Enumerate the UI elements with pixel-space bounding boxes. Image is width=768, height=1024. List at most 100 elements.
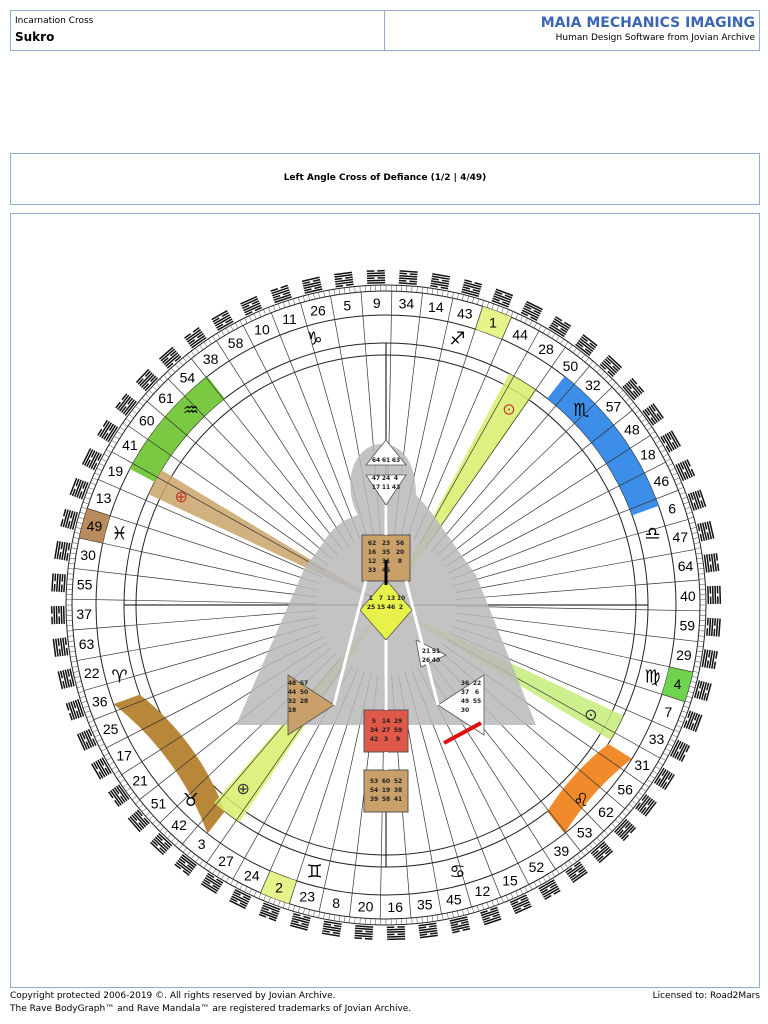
ring-tick <box>74 532 81 534</box>
hexagram-line <box>397 926 405 928</box>
gate-number: 29 <box>676 647 692 663</box>
ring-tick <box>244 317 248 324</box>
ring-tick <box>354 917 356 924</box>
ring-tick <box>96 467 103 471</box>
hexagram-line <box>568 865 584 878</box>
ring-tick <box>462 294 464 301</box>
hexagram-line <box>54 540 59 559</box>
hexagram-line <box>85 741 91 749</box>
hexagram-line <box>366 272 385 275</box>
hexagram-line <box>174 355 182 362</box>
hexagram-line <box>700 500 705 508</box>
ring-tick <box>159 378 165 384</box>
ring-tick <box>90 482 96 486</box>
hexagram-line <box>221 312 229 318</box>
hexagram-line <box>694 491 702 509</box>
hexagram-icon <box>65 699 85 721</box>
hexagram-line <box>335 281 354 285</box>
zodiac-band <box>113 694 225 834</box>
gate-number: 39 <box>554 843 570 859</box>
hexagram-line <box>107 426 119 443</box>
hexagram-line <box>90 450 96 458</box>
hexagram-line <box>703 554 708 573</box>
hexagram-line <box>153 838 168 852</box>
hexagram-line <box>225 318 233 324</box>
hexagram-line <box>650 417 657 425</box>
ring-tick <box>333 289 336 296</box>
hexagram-line <box>59 670 64 679</box>
hexagram-line <box>701 649 707 668</box>
spleen-gate: 50 <box>300 689 308 696</box>
hexagram-line <box>55 606 58 625</box>
ring-tick <box>313 293 315 300</box>
hexagram-line <box>75 478 80 487</box>
hexagram-line <box>303 283 322 290</box>
root-gate: 19 <box>382 787 390 794</box>
ring-tick <box>628 804 634 809</box>
ring-tick <box>308 294 310 301</box>
hexagram-line <box>229 899 246 910</box>
ring-tick <box>572 857 577 863</box>
hexagram-line <box>244 304 262 314</box>
hexagram-line <box>122 399 135 415</box>
hexagram-line <box>53 584 56 592</box>
hexagram-line <box>690 722 695 731</box>
ring-tick <box>74 676 81 678</box>
hexagram-line <box>131 814 138 822</box>
hexagram-line <box>234 889 252 899</box>
ajna-center <box>365 474 407 506</box>
spleen-center <box>287 674 335 736</box>
wheel-spoke <box>167 378 338 555</box>
ring-tick <box>338 915 341 922</box>
gate-number: 26 <box>310 303 326 319</box>
hexagram-line <box>268 917 277 922</box>
g-gate: 7 <box>379 595 383 602</box>
spleen-gate: 44 <box>288 689 296 696</box>
hexagram-line <box>346 283 354 286</box>
hexagram-line <box>88 451 98 469</box>
gate-number: 3 <box>198 836 206 852</box>
ring-tick <box>585 357 590 363</box>
ring-tick <box>178 360 184 366</box>
sacral-gate: 34 <box>370 727 378 734</box>
zodiac-band <box>547 376 659 516</box>
ring-tick <box>239 320 243 326</box>
hexagram-icon <box>50 605 65 625</box>
hexagram-line <box>713 628 716 637</box>
gate-number: 10 <box>254 322 270 338</box>
hexagram-line <box>63 542 69 561</box>
ring-tick <box>268 307 271 314</box>
ring-tick <box>657 761 664 766</box>
hexagram-icon <box>706 617 721 637</box>
sacral-gate: 9 <box>396 736 400 743</box>
hexagram-line <box>258 913 267 918</box>
wheel-spoke <box>76 617 318 661</box>
hexagram-line <box>511 898 529 908</box>
ring-tick <box>697 562 704 565</box>
hexagram-line <box>178 857 186 864</box>
planet-symbol-icon: ⊕ <box>236 779 249 798</box>
hexagram-line <box>678 744 688 761</box>
ring-tick <box>652 435 658 440</box>
throat-gate: 23 <box>382 540 390 547</box>
ring-tick <box>481 903 485 910</box>
hexagram-line <box>302 281 321 287</box>
hexagram-icon <box>135 368 158 392</box>
wheel-spoke <box>436 386 613 557</box>
ring-tick <box>638 791 644 796</box>
hexagram-line <box>450 918 468 925</box>
hexagram-line <box>282 291 291 296</box>
solar-plexus-gate: 22 <box>473 680 481 687</box>
hexagram-line <box>387 938 406 941</box>
hexagram-line <box>50 606 53 614</box>
hexagram-line <box>230 897 238 903</box>
ring-tick <box>625 807 631 813</box>
copyright-text: Copyright protected 2006-2019 ©. All rig… <box>10 991 336 1001</box>
ring-tick <box>79 695 86 699</box>
hexagram-line <box>62 670 68 689</box>
hexagram-line <box>683 720 688 728</box>
hexagram-line <box>432 273 451 278</box>
ring-tick <box>646 779 653 783</box>
sacral-gate: 3 <box>384 736 388 743</box>
ring-tick <box>78 690 85 694</box>
